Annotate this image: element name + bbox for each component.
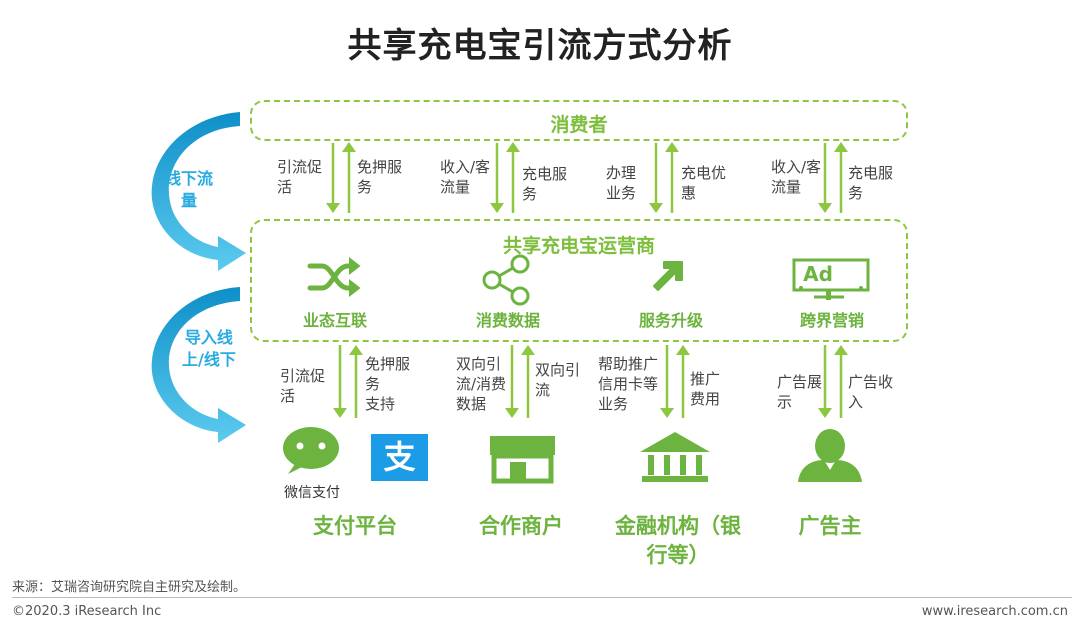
alipay-icon bbox=[371, 434, 428, 481]
shuffle-icon bbox=[307, 256, 361, 298]
side-label-offline-traffic: 线下流 量 bbox=[165, 169, 214, 210]
flow-label-bottom-2: 免押服 务 支持 bbox=[365, 355, 411, 413]
ad-icon-text: Ad bbox=[803, 262, 833, 286]
partner-label-financial-institutions: 金融机构（银 行等） bbox=[615, 514, 741, 567]
operator-label: 共享充电宝运营商 bbox=[502, 235, 655, 257]
storefront-icon bbox=[490, 436, 555, 484]
partner-label-advertisers: 广告主 bbox=[798, 514, 862, 538]
feature-label-consumer-data: 消费数据 bbox=[475, 311, 540, 330]
flow-label-top-3: 收入/客 流量 bbox=[440, 158, 491, 196]
consumer-box: 消费者 bbox=[250, 100, 908, 141]
flow-label-top-7: 收入/客 流量 bbox=[771, 158, 822, 196]
flow-label-top-5: 办理 业务 bbox=[606, 164, 637, 202]
flow-label-top-2: 免押服 务 bbox=[357, 158, 403, 196]
consumer-label: 消费者 bbox=[550, 114, 608, 136]
website-link[interactable]: www.iresearch.com.cn bbox=[921, 604, 1068, 619]
flow-label-top-1: 引流促 活 bbox=[277, 158, 323, 196]
flow-label-bottom-5: 帮助推广 信用卡等 业务 bbox=[598, 355, 659, 413]
flow-label-bottom-8: 广告收 入 bbox=[848, 373, 894, 411]
top-flow-arrows bbox=[326, 142, 848, 213]
flow-label-top-8: 充电服 务 bbox=[848, 164, 894, 202]
alipay-glyph: 支 bbox=[383, 438, 416, 476]
flow-label-top-4: 充电服 务 bbox=[522, 165, 568, 203]
page-title: 共享充电宝引流方式分析 bbox=[347, 26, 733, 66]
partner-label-merchants: 合作商户 bbox=[479, 514, 563, 538]
flow-label-bottom-6: 推广 费用 bbox=[690, 370, 721, 408]
flow-label-bottom-1: 引流促 活 bbox=[280, 367, 326, 405]
curved-arrow-bottom bbox=[151, 287, 246, 443]
flow-label-bottom-3: 双向引 流/消费 数据 bbox=[456, 355, 507, 413]
ad-billboard-icon bbox=[792, 258, 870, 300]
feature-label-service-upgrade: 服务升级 bbox=[638, 311, 703, 330]
partner-label-payment-platform: 支付平台 bbox=[313, 514, 397, 538]
footer-divider bbox=[12, 597, 1072, 598]
operator-box: 共享充电宝运营商 bbox=[250, 219, 908, 342]
copyright-text: ©2020.3 iResearch Inc bbox=[12, 604, 162, 619]
feature-label-industry-link: 业态互联 bbox=[302, 311, 367, 330]
curved-arrow-top bbox=[151, 112, 246, 271]
source-note: 来源：艾瑞咨询研究院自主研究及绘制。 bbox=[12, 580, 247, 595]
wechat-pay-label: 微信支付 bbox=[284, 485, 340, 501]
advertiser-person-icon bbox=[798, 429, 862, 482]
flow-label-bottom-4: 双向引 流 bbox=[535, 361, 581, 399]
upgrade-arrow-icon bbox=[653, 261, 683, 291]
bank-icon bbox=[640, 432, 710, 482]
side-label-online-offline: 导入线 上/线下 bbox=[182, 328, 236, 369]
wechat-icon bbox=[283, 427, 339, 474]
flow-label-bottom-7: 广告展 示 bbox=[777, 373, 823, 411]
share-icon bbox=[482, 254, 530, 306]
bottom-flow-arrows bbox=[333, 345, 848, 418]
feature-label-crossover-marketing: 跨界营销 bbox=[799, 311, 864, 330]
flow-label-top-6: 充电优 惠 bbox=[681, 164, 727, 202]
